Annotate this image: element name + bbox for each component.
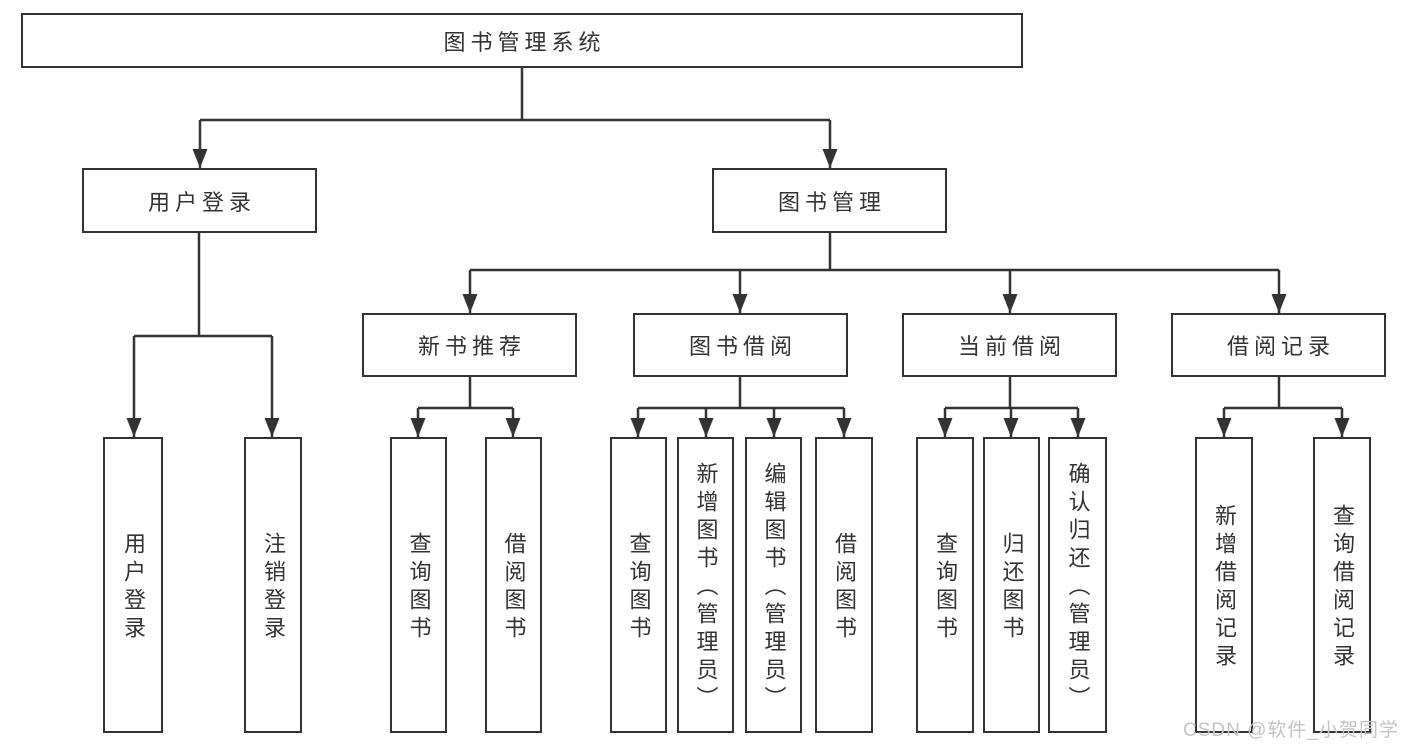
node-leaf-bb-query-book: 查询图书: [610, 437, 667, 733]
node-label: 新书推荐: [417, 334, 526, 359]
node-library-management-system: 图书管理系统: [21, 13, 1023, 68]
node-label: 借阅记录: [1226, 334, 1335, 359]
node-label: 新增图书（管理员）: [693, 462, 719, 714]
node-new-book-recommend: 新书推荐: [362, 313, 577, 377]
connector-current-borrow-elbow: [945, 377, 1078, 410]
node-leaf-cb-return-book: 归还图书: [983, 437, 1040, 733]
connector-book-borrow-elbow: [638, 377, 844, 410]
node-label: 查询图书: [626, 532, 652, 644]
node-borrow-record: 借阅记录: [1171, 313, 1386, 377]
connector-user-login-elbow: [134, 233, 272, 338]
connector-book-management-elbow: [470, 233, 1279, 272]
node-book-borrow: 图书借阅: [633, 313, 848, 377]
node-leaf-cb-query-book: 查询图书: [916, 437, 974, 733]
node-label: 确认归还（管理员）: [1065, 462, 1091, 714]
node-user-login: 用户登录: [82, 168, 317, 233]
node-current-borrow: 当前借阅: [902, 313, 1117, 377]
node-label: 当前借阅: [957, 334, 1066, 359]
csdn-watermark: CSDN @软件_小贺同学: [1183, 720, 1399, 741]
node-label: 图书管理系统: [443, 29, 606, 55]
node-leaf-logout: 注销登录: [244, 437, 302, 733]
node-book-management: 图书管理: [712, 168, 947, 233]
node-label: 编辑图书（管理员）: [761, 462, 787, 714]
node-leaf-user-login: 用户登录: [103, 437, 163, 733]
node-label: 用户登录: [121, 532, 146, 644]
node-label: 图书管理: [777, 189, 886, 215]
node-leaf-bb-add-book-admin: 新增图书（管理员）: [677, 437, 734, 733]
node-label: 查询图书: [406, 532, 432, 644]
connector-root-elbow: [200, 68, 830, 122]
node-label: 用户登录: [147, 189, 256, 215]
connector-borrow-record-elbow: [1224, 377, 1342, 410]
node-label: 借阅图书: [832, 532, 857, 644]
node-label: 注销登录: [261, 532, 286, 644]
node-leaf-br-query-record: 查询借阅记录: [1313, 437, 1371, 733]
node-label: 查询图书: [933, 532, 958, 644]
node-label: 新增借阅记录: [1212, 504, 1237, 672]
node-leaf-nbr-query-book: 查询图书: [390, 437, 447, 733]
node-leaf-bb-edit-book-admin: 编辑图书（管理员）: [745, 437, 802, 733]
node-leaf-br-add-record: 新增借阅记录: [1195, 437, 1253, 733]
node-leaf-cb-confirm-return-admin: 确认归还（管理员）: [1048, 437, 1107, 733]
node-label: 借阅图书: [501, 532, 527, 644]
connector-new-book-recommend-elbow: [418, 377, 513, 410]
node-label: 归还图书: [999, 532, 1025, 644]
node-leaf-nbr-borrow-book: 借阅图书: [485, 437, 542, 733]
node-leaf-bb-borrow-book: 借阅图书: [815, 437, 873, 733]
node-label: 图书借阅: [688, 334, 797, 359]
node-label: 查询借阅记录: [1330, 504, 1355, 672]
